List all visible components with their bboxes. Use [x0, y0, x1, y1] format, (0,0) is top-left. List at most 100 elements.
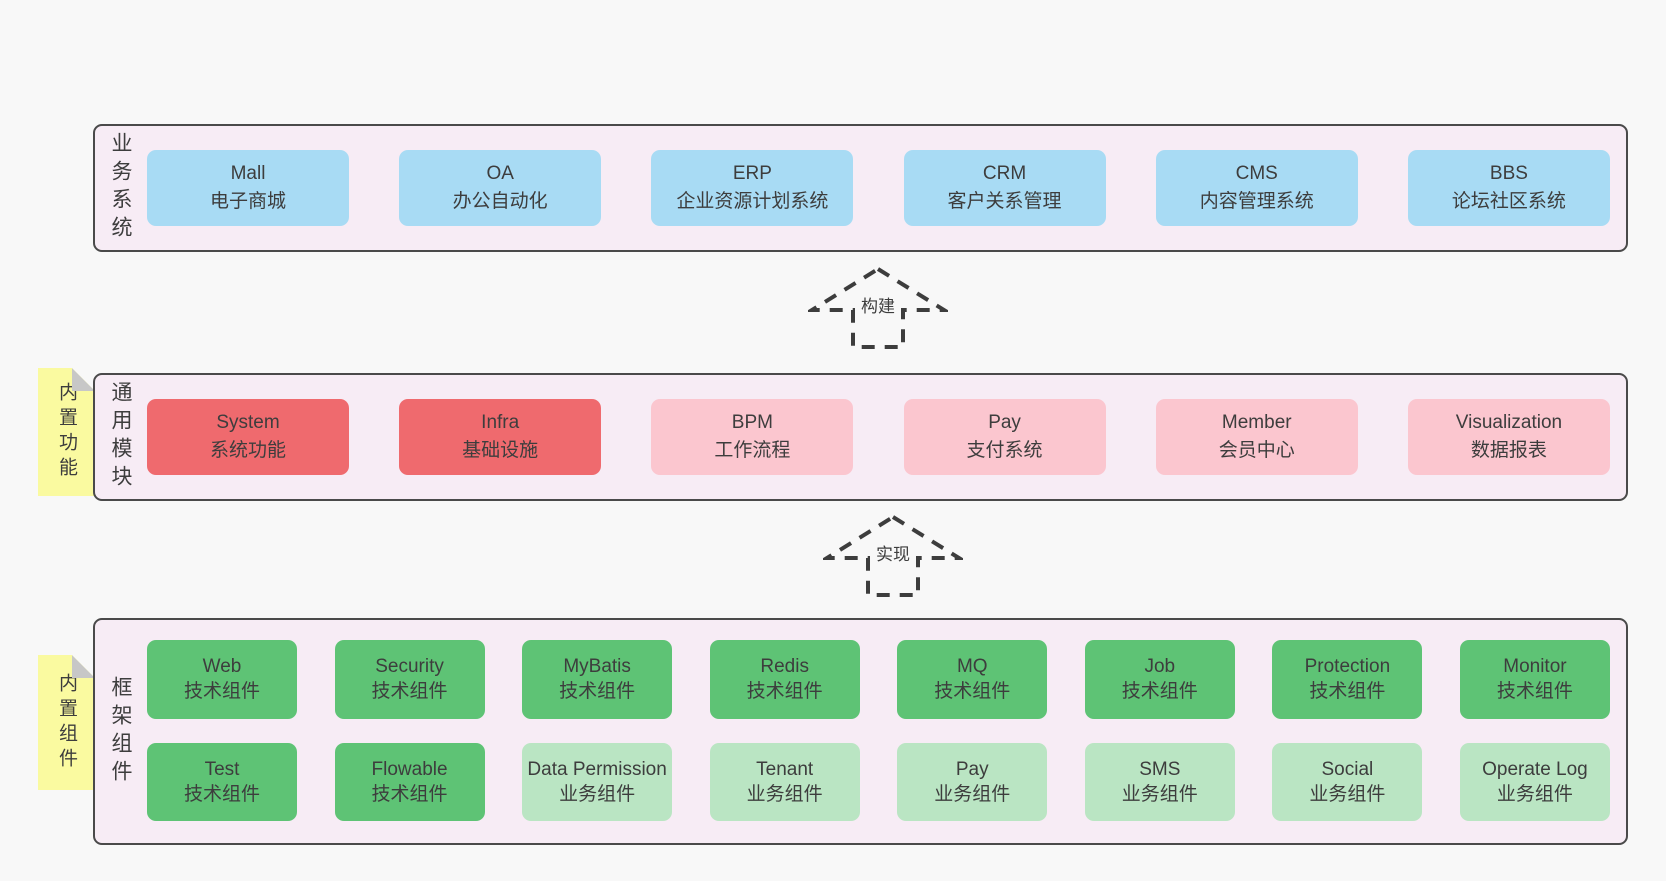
arrow-implement: 实现 — [823, 514, 963, 598]
box-test: Test 技术组件 — [147, 742, 297, 821]
box-data-permission: Data Permission 业务组件 — [522, 742, 673, 821]
module-name: BBS — [1489, 163, 1528, 185]
module-desc: 工作流程 — [714, 440, 791, 461]
folded-corner — [72, 368, 95, 391]
module-name: Job — [1144, 656, 1176, 678]
module-desc: 内容管理系统 — [1199, 191, 1314, 212]
module-name: Tenant — [756, 758, 814, 780]
module-name: MQ — [956, 656, 988, 678]
module-name: CRM — [982, 163, 1027, 185]
module-name: Monitor — [1503, 656, 1567, 678]
tab-label-builtin-features: 内置功能 — [56, 382, 77, 482]
module-desc: 支付系统 — [966, 440, 1043, 461]
module-name: Flowable — [371, 758, 448, 780]
module-name: SMS — [1139, 758, 1181, 780]
module-desc: 数据报表 — [1470, 440, 1547, 461]
box-sms: SMS 业务组件 — [1084, 742, 1235, 821]
box-social: Social 业务组件 — [1272, 742, 1423, 821]
band-label-common-modules: 通用模块 — [109, 381, 132, 493]
module-desc: 技术组件 — [371, 783, 448, 805]
module-desc: 技术组件 — [746, 681, 823, 703]
module-desc: 技术组件 — [183, 783, 260, 805]
module-name: Redis — [760, 656, 809, 678]
module-name: OA — [486, 163, 514, 185]
module-name: Social — [1321, 758, 1374, 780]
arrow-build: 构建 — [808, 266, 948, 350]
box-visualization: Visualization 数据报表 — [1407, 399, 1610, 475]
box-erp: ERP 企业资源计划系统 — [651, 150, 854, 226]
module-desc: 技术组件 — [934, 681, 1011, 703]
module-desc: 业务组件 — [746, 783, 823, 805]
box-operate-log: Operate Log 业务组件 — [1459, 742, 1610, 821]
module-desc: 业务组件 — [1309, 783, 1386, 805]
module-name: Member — [1221, 412, 1292, 434]
module-name: Visualization — [1455, 412, 1563, 434]
sticky-tab-builtin-features: 内置功能 — [38, 368, 95, 496]
folded-corner — [72, 655, 95, 678]
module-desc: 技术组件 — [1496, 681, 1573, 703]
module-name: Infra — [481, 412, 520, 434]
module-name: Data Permission — [527, 758, 667, 780]
module-desc: 技术组件 — [183, 681, 260, 703]
module-name: Protection — [1304, 656, 1391, 678]
module-name: Operate Log — [1482, 758, 1588, 780]
box-bpm: BPM 工作流程 — [651, 399, 854, 475]
band-label-framework-components: 框架组件 — [109, 675, 132, 788]
module-name: ERP — [732, 163, 772, 185]
dashed-up-arrow-icon — [808, 266, 948, 349]
box-pay: Pay 支付系统 — [903, 399, 1106, 475]
box-mq: MQ 技术组件 — [897, 640, 1048, 719]
arrow-build-label: 构建 — [858, 292, 898, 317]
module-desc: 办公自动化 — [452, 191, 548, 212]
box-flowable: Flowable 技术组件 — [334, 742, 485, 821]
module-desc: 业务组件 — [1496, 783, 1573, 805]
box-cms: CMS 内容管理系统 — [1155, 150, 1358, 226]
module-name: CMS — [1235, 163, 1278, 185]
box-bbs: BBS 论坛社区系统 — [1407, 150, 1610, 226]
module-name: Security — [375, 656, 444, 678]
module-name: Pay — [955, 758, 989, 780]
module-desc: 技术组件 — [559, 681, 636, 703]
arrow-implement-label: 实现 — [873, 540, 913, 565]
module-name: Mall — [230, 163, 266, 185]
module-name: MyBatis — [563, 656, 631, 678]
box-tenant: Tenant 业务组件 — [709, 742, 860, 821]
module-desc: 技术组件 — [1121, 681, 1198, 703]
box-mall: Mall 电子商城 — [147, 150, 349, 226]
tab-label-builtin-components: 内置组件 — [56, 672, 77, 773]
module-desc: 电子商城 — [209, 191, 286, 212]
module-name: Test — [204, 758, 240, 780]
dashed-up-arrow-icon — [823, 514, 963, 597]
module-name: BPM — [731, 412, 773, 434]
module-desc: 业务组件 — [934, 783, 1011, 805]
module-desc: 业务组件 — [1121, 783, 1198, 805]
module-name: Web — [202, 656, 242, 678]
module-desc: 企业资源计划系统 — [676, 191, 829, 212]
box-job: Job 技术组件 — [1084, 640, 1235, 719]
module-desc: 论坛社区系统 — [1451, 191, 1566, 212]
box-mybatis: MyBatis 技术组件 — [522, 640, 673, 719]
box-pay: Pay 业务组件 — [897, 742, 1048, 821]
module-desc: 系统功能 — [209, 440, 286, 461]
box-web: Web 技术组件 — [147, 640, 297, 719]
sticky-tab-builtin-components: 内置组件 — [38, 655, 95, 790]
module-name: Pay — [988, 412, 1021, 434]
module-desc: 业务组件 — [559, 783, 636, 805]
module-desc: 基础设施 — [462, 440, 539, 461]
box-oa: OA 办公自动化 — [399, 150, 602, 226]
